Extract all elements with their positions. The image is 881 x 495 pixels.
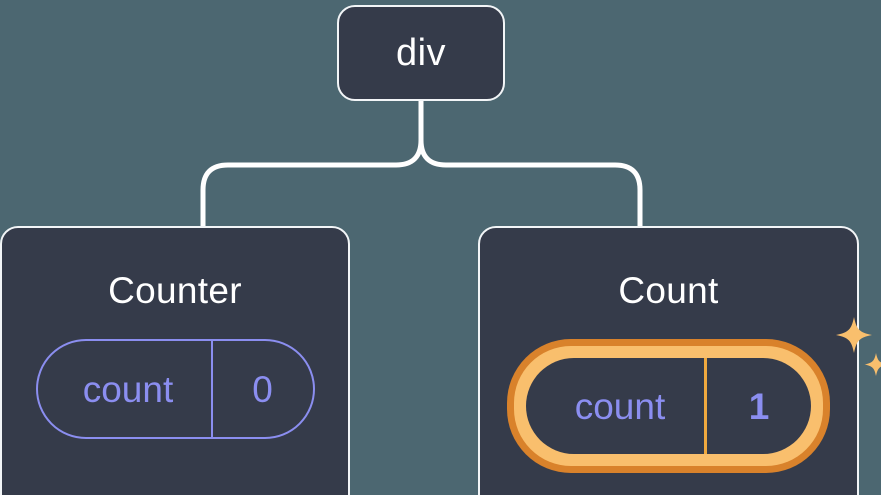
connector-left — [200, 98, 424, 229]
node-count-title: Count — [618, 270, 719, 311]
state-pill-count-highlight-ring: count 1 — [507, 339, 830, 473]
node-count[interactable]: Count count 1 — [478, 226, 881, 495]
sparkles-icon — [836, 317, 881, 376]
state-pill-count[interactable]: count 1 — [526, 358, 811, 454]
node-root-div[interactable]: div — [337, 5, 505, 101]
state-value-label: 1 — [704, 358, 811, 454]
state-pill-count-highlight-inner-ring: count 1 — [514, 346, 823, 466]
node-counter[interactable]: Counter count 0 — [0, 226, 350, 495]
state-pill-counter-wrap: count 0 — [35, 339, 315, 439]
connector-right — [418, 98, 643, 229]
state-pill-count-wrap: count 1 — [507, 317, 881, 473]
node-root-label: div — [395, 32, 447, 74]
node-counter-title: Counter — [108, 270, 242, 311]
state-value-label: 0 — [210, 341, 313, 437]
state-key-label: count — [82, 368, 174, 410]
state-pill-counter[interactable]: count 0 — [35, 339, 315, 439]
state-key-label: count — [574, 385, 666, 427]
